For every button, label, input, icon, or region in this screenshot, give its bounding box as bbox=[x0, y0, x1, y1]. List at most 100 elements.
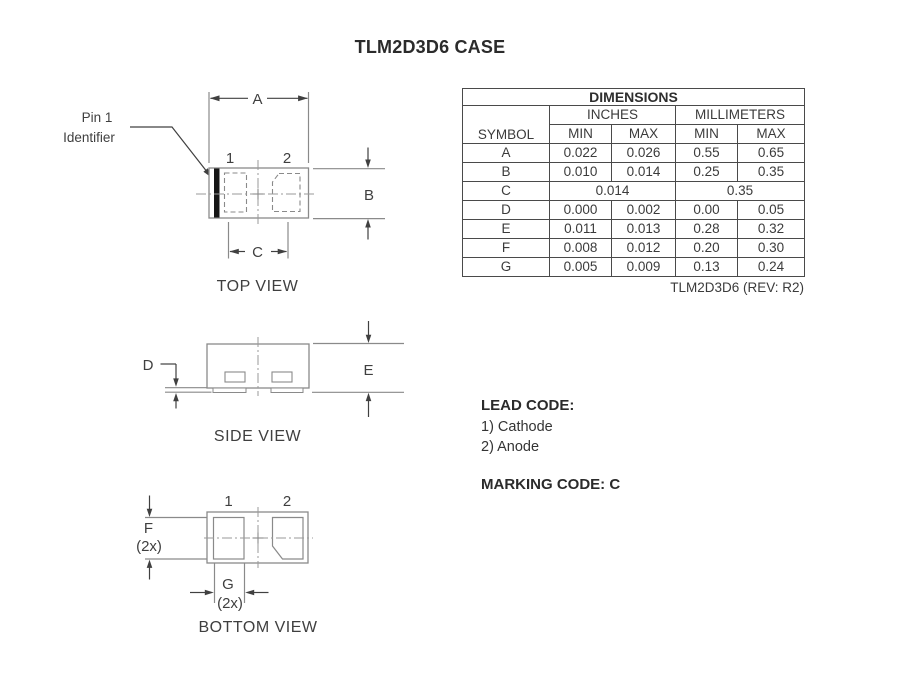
table-row: C 0.014 0.35 bbox=[462, 181, 805, 202]
dimension-g: G (2x) bbox=[190, 563, 269, 612]
cell-value: 0.012 bbox=[611, 238, 676, 259]
top-pad1-outline bbox=[223, 172, 248, 213]
dimension-g-qty-label: (2x) bbox=[217, 595, 243, 612]
cell-value: 0.20 bbox=[675, 238, 738, 259]
cell-value: 0.25 bbox=[675, 162, 738, 183]
dimension-c-label: C bbox=[252, 244, 263, 261]
cell-value: 0.000 bbox=[549, 200, 612, 221]
top-pad2-label: 2 bbox=[283, 150, 291, 167]
cell-symbol: G bbox=[462, 257, 550, 278]
cell-value: 0.008 bbox=[549, 238, 612, 259]
cell-symbol: D bbox=[462, 200, 550, 221]
arrowhead-down-icon bbox=[365, 159, 371, 168]
dimension-e-label: E bbox=[363, 362, 373, 379]
cell-value: 0.026 bbox=[611, 143, 676, 164]
arrowhead-right-icon bbox=[298, 95, 308, 102]
dimension-e: E bbox=[312, 321, 404, 417]
col-header-symbol: SYMBOL bbox=[462, 105, 550, 145]
dimension-f-qty-label: (2x) bbox=[136, 538, 162, 555]
side-terminal1 bbox=[224, 371, 246, 383]
pin1-callout-line1: Pin 1 bbox=[82, 110, 113, 125]
arrowhead-down-icon bbox=[173, 378, 179, 387]
dimension-d: D bbox=[143, 357, 212, 409]
cell-value: 0.35 bbox=[737, 162, 805, 183]
table-row: G 0.005 0.009 0.13 0.24 bbox=[462, 257, 805, 278]
cell-symbol: B bbox=[462, 162, 550, 183]
dimension-c: C bbox=[227, 222, 289, 261]
cell-value: 0.002 bbox=[611, 200, 676, 221]
side-pad2 bbox=[270, 387, 304, 393]
table-row: B 0.010 0.014 0.25 0.35 bbox=[462, 162, 805, 183]
cell-value: 0.35 bbox=[675, 181, 805, 202]
lead-code-item-anode: 2) Anode bbox=[481, 439, 540, 455]
dimensions-table: DIMENSIONS SYMBOL INCHES MILLIMETERS MIN… bbox=[462, 87, 805, 278]
lead-code-block: LEAD CODE: 1) Cathode 2) Anode bbox=[481, 397, 574, 457]
col-header-in-min: MIN bbox=[549, 124, 612, 145]
pin1-callout-line2: Identifier bbox=[63, 130, 115, 145]
pin1-identifier-callout: Pin 1 Identifier bbox=[63, 110, 212, 178]
table-row: D 0.000 0.002 0.00 0.05 bbox=[462, 200, 805, 221]
dimension-b: B bbox=[313, 147, 385, 240]
bottom-pad2-label: 2 bbox=[283, 493, 291, 510]
pin1-identifier-bar bbox=[214, 168, 220, 218]
dimension-b-label: B bbox=[364, 187, 374, 204]
col-header-in-max: MAX bbox=[611, 124, 676, 145]
cell-value: 0.28 bbox=[675, 219, 738, 240]
arrowhead-left-icon bbox=[229, 248, 239, 255]
dimension-g-label: G bbox=[222, 576, 234, 593]
lead-code-heading: LEAD CODE: bbox=[481, 397, 575, 414]
dimension-f-label: F bbox=[144, 520, 153, 537]
cell-value: 0.65 bbox=[737, 143, 805, 164]
top-package-body bbox=[208, 167, 310, 219]
cell-value: 0.005 bbox=[549, 257, 612, 278]
cell-value: 0.011 bbox=[549, 219, 612, 240]
bottom-view: 1 2 F (2x) G (2x) bbox=[136, 493, 318, 636]
cell-value: 0.24 bbox=[737, 257, 805, 278]
cell-symbol: F bbox=[462, 238, 550, 259]
side-view-caption: SIDE VIEW bbox=[214, 428, 302, 445]
top-view-caption: TOP VIEW bbox=[217, 278, 299, 295]
bottom-pad1-label: 1 bbox=[224, 493, 232, 510]
bottom-view-caption: BOTTOM VIEW bbox=[199, 619, 318, 636]
dimension-a: A bbox=[208, 91, 310, 163]
bottom-pad2-outline bbox=[271, 516, 304, 560]
arrowhead-left-icon bbox=[245, 589, 255, 596]
arrowhead-left-icon bbox=[209, 95, 220, 102]
cell-value: 0.014 bbox=[611, 162, 676, 183]
table-row: A 0.022 0.026 0.55 0.65 bbox=[462, 143, 805, 164]
side-pad1 bbox=[212, 387, 247, 393]
arrowhead-right-icon bbox=[204, 589, 214, 596]
arrowhead-down-icon bbox=[365, 334, 372, 343]
table-caption: TLM2D3D6 (REV: R2) bbox=[670, 280, 804, 295]
arrowhead-up-icon bbox=[173, 393, 179, 402]
cell-value: 0.00 bbox=[675, 200, 738, 221]
cell-value: 0.014 bbox=[549, 181, 676, 202]
arrowhead-up-icon bbox=[146, 559, 153, 568]
table-row: F 0.008 0.012 0.20 0.30 bbox=[462, 238, 805, 259]
cell-value: 0.013 bbox=[611, 219, 676, 240]
lead-code-item-cathode: 1) Cathode bbox=[481, 419, 553, 435]
col-header-mm-max: MAX bbox=[737, 124, 805, 145]
dimension-a-label: A bbox=[252, 91, 262, 108]
col-group-inches: INCHES bbox=[549, 105, 676, 126]
cell-symbol: E bbox=[462, 219, 550, 240]
page-title: TLM2D3D6 CASE bbox=[354, 37, 506, 57]
arrowhead-right-icon bbox=[277, 248, 288, 255]
arrowhead-up-icon bbox=[365, 219, 371, 228]
col-group-millimeters: MILLIMETERS bbox=[675, 105, 805, 126]
cell-value: 0.30 bbox=[737, 238, 805, 259]
cell-value: 0.022 bbox=[549, 143, 612, 164]
cell-value: 0.009 bbox=[611, 257, 676, 278]
arrowhead-down-icon bbox=[146, 508, 153, 517]
cell-value: 0.010 bbox=[549, 162, 612, 183]
top-view: A Pin 1 Identifier 1 2 B bbox=[63, 91, 385, 295]
dimension-d-label: D bbox=[143, 357, 154, 374]
top-pad1-label: 1 bbox=[226, 150, 234, 167]
col-header-mm-min: MIN bbox=[675, 124, 738, 145]
side-view: D E SIDE VIEW bbox=[143, 321, 404, 445]
marking-code: MARKING CODE: C bbox=[481, 476, 621, 493]
side-terminal2 bbox=[271, 371, 293, 383]
dimension-f: F (2x) bbox=[136, 495, 207, 580]
top-pad2-outline bbox=[271, 172, 301, 213]
